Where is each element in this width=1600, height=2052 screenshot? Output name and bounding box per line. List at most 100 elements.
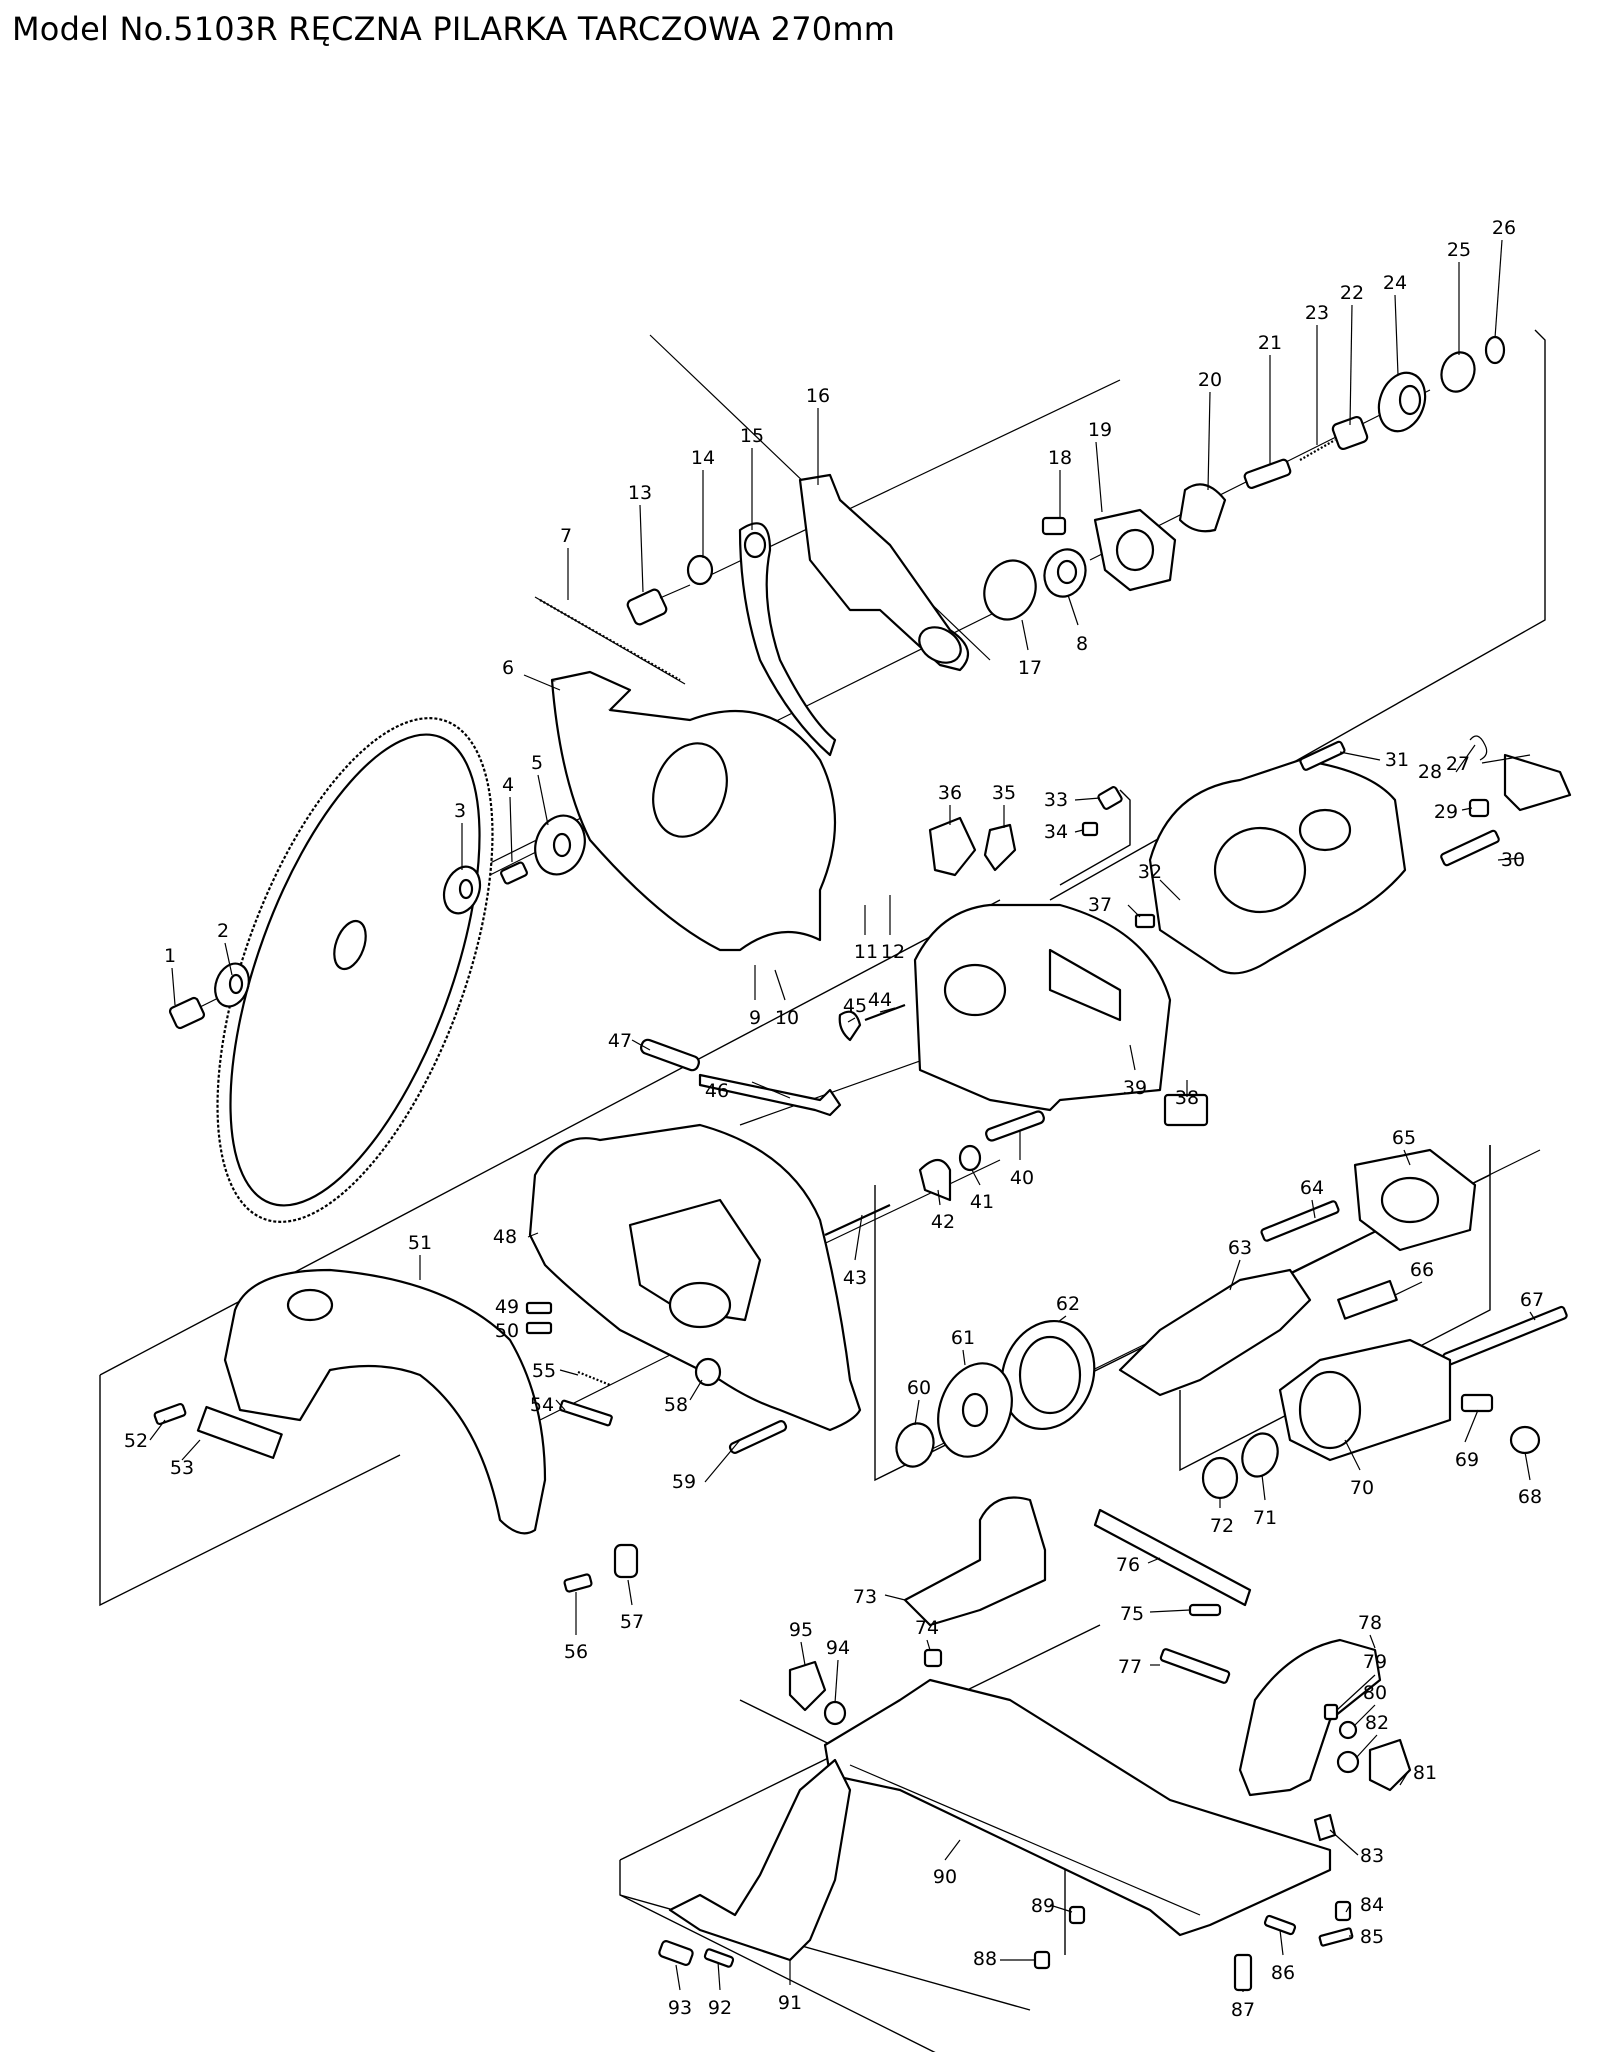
part-label: 71	[1253, 1507, 1277, 1529]
part-label: 54	[530, 1394, 554, 1416]
washer-plate	[534, 814, 586, 876]
motor-housing-39	[913, 903, 1172, 1112]
part-label: 34	[1044, 821, 1068, 843]
part-label: 19	[1088, 419, 1112, 441]
bolt-13	[626, 584, 691, 626]
part-label: 45	[843, 995, 867, 1017]
part-label: 92	[708, 1997, 732, 2019]
part-label: 76	[1116, 1554, 1140, 1576]
part-label: 58	[664, 1394, 688, 1416]
knob-95	[788, 1660, 827, 1712]
part-label: 23	[1305, 302, 1329, 324]
part-label: 30	[1501, 849, 1525, 871]
part-label: 11	[854, 941, 878, 963]
part-57	[613, 1543, 639, 1579]
part-label: 26	[1492, 217, 1516, 239]
gear-24	[1377, 371, 1427, 433]
part-label: 59	[672, 1471, 696, 1493]
part-label: 42	[931, 1211, 955, 1233]
part-label: 47	[608, 1030, 632, 1052]
part-37	[1134, 913, 1156, 929]
shaft-21	[1243, 458, 1292, 490]
washer-14	[686, 554, 714, 586]
brush-69	[1460, 1393, 1494, 1413]
spring-28	[1469, 735, 1488, 761]
part-label: 73	[853, 1586, 877, 1608]
part-label: 2	[217, 920, 229, 942]
part-label: 86	[1271, 1962, 1295, 1984]
part-label: 5	[531, 752, 543, 774]
lever-15	[738, 522, 837, 757]
part-label: 31	[1385, 749, 1409, 771]
part-label: 66	[1410, 1259, 1434, 1281]
part-34	[1081, 821, 1099, 837]
bolt-77	[1159, 1648, 1231, 1684]
part-label: 53	[170, 1457, 194, 1479]
part-label: 81	[1413, 1762, 1437, 1784]
part-label: 24	[1383, 272, 1407, 294]
part-label: 15	[740, 425, 764, 447]
part-label: 10	[775, 1007, 799, 1029]
part-label: 62	[1056, 1293, 1080, 1315]
part-label: 49	[495, 1296, 519, 1318]
rod-47	[640, 1038, 700, 1072]
part-49	[525, 1301, 553, 1315]
label-66	[1337, 1279, 1398, 1320]
part-label: 64	[1300, 1177, 1324, 1199]
part-label: 67	[1520, 1289, 1544, 1311]
handle-78	[1238, 1638, 1382, 1797]
lock-36	[928, 816, 977, 877]
ring-17	[983, 559, 1037, 621]
part-83	[1313, 1813, 1337, 1842]
page-title: Model No.5103R RĘCZNA PILARKA TARCZOWA 2…	[12, 10, 896, 48]
pin-40	[985, 1110, 1045, 1142]
part-label: 21	[1258, 332, 1282, 354]
part-label: 48	[493, 1226, 517, 1248]
washer-94	[823, 1700, 847, 1726]
part-label: 50	[495, 1320, 519, 1342]
knob-81	[1368, 1738, 1412, 1792]
part-label: 3	[454, 800, 466, 822]
part-label: 38	[1175, 1087, 1199, 1109]
blade-bolt	[168, 996, 206, 1030]
part-42	[918, 1158, 952, 1202]
part-label: 46	[705, 1080, 729, 1102]
part-89	[1068, 1905, 1086, 1925]
bearing-60	[895, 1422, 935, 1468]
part-label: 69	[1455, 1449, 1479, 1471]
screw-80	[1338, 1720, 1358, 1740]
bolt-44	[864, 1003, 906, 1022]
part-29	[1468, 798, 1490, 818]
part-label: 33	[1044, 789, 1068, 811]
part-label: 25	[1447, 239, 1471, 261]
saw-blade	[216, 717, 494, 1223]
lock-35	[983, 823, 1017, 872]
bolt-31	[1299, 740, 1346, 771]
part-label: 84	[1360, 1894, 1384, 1916]
screw-84	[1334, 1900, 1352, 1922]
screw-93	[658, 1940, 694, 1966]
screw-52	[153, 1402, 187, 1426]
bolt-67	[1442, 1305, 1568, 1367]
part-label: 14	[691, 447, 715, 469]
guard-bracket-16	[798, 473, 970, 672]
part-label: 17	[1018, 657, 1042, 679]
part-label: 93	[668, 1997, 692, 2019]
part-label: 32	[1138, 861, 1162, 883]
part-label: 16	[806, 385, 830, 407]
blade-case-48	[528, 1123, 862, 1432]
part-45	[838, 1010, 862, 1042]
part-labels: 1 2 3 4 5 6 7 8 9 10 11 12 13 14 15 16 1…	[124, 217, 1544, 2021]
bevel-guide-91	[668, 1758, 852, 1962]
part-label: 56	[564, 1641, 588, 1663]
part-label: 37	[1088, 894, 1112, 916]
part-label: 95	[789, 1619, 813, 1641]
bolt-43	[824, 1204, 891, 1236]
part-label: 78	[1358, 1612, 1382, 1634]
bracket-73	[903, 1496, 1047, 1627]
retaining-ring-26	[1484, 335, 1506, 365]
part-label: 70	[1350, 1477, 1374, 1499]
label-53	[196, 1405, 283, 1459]
bearing-retainer-19	[1093, 508, 1177, 592]
